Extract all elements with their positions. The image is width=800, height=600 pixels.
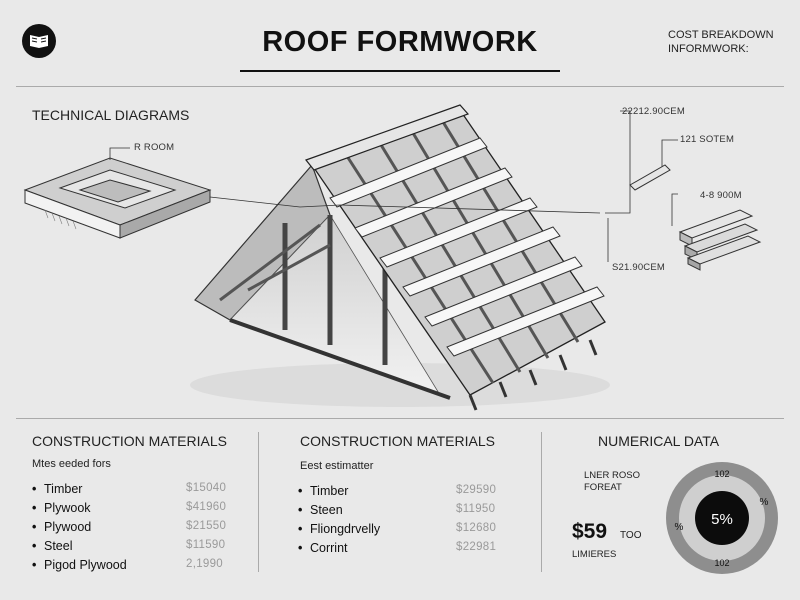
numerical-data-heading: NUMERICAL DATA xyxy=(598,433,720,449)
material-name: Steen xyxy=(310,503,343,517)
material-list-item: • Timber $15040 xyxy=(32,482,242,501)
cost-breakdown-line-1: COST BREAKDOWN xyxy=(668,29,774,41)
numerical-too-label: TOO xyxy=(620,530,642,541)
bullet-icon: • xyxy=(298,503,303,517)
room-label: R ROOM xyxy=(134,142,175,153)
material-list-item: • Corrint $22981 xyxy=(298,541,508,560)
truss-brace xyxy=(219,223,321,302)
dimension-label-top: 22212.90CEM xyxy=(622,106,685,117)
material-name: Timber xyxy=(44,482,83,496)
timber-piece xyxy=(629,164,671,191)
numerical-small-label: LNER ROSO FOREAT xyxy=(584,470,640,494)
materials-mid-subtitle: Eest estimatter xyxy=(300,460,374,472)
materials-left-subtitle: Mtes eeded fors xyxy=(32,458,111,470)
numerical-big-price: $59 xyxy=(572,520,608,543)
materials-left-list: • Timber $15040 • Plywook $41960 • Plywood $2155… xyxy=(32,482,242,577)
ring-left-label: % xyxy=(675,522,684,533)
material-list-item: • Steel $11590 xyxy=(32,539,242,558)
material-name: Fliongdrvelly xyxy=(310,522,381,536)
plank-stack xyxy=(678,209,762,271)
material-list-item: • Timber $29590 xyxy=(298,484,508,503)
numerical-small-label-line-1: LNER ROSO xyxy=(584,470,640,481)
dimension-label-third: 4-8 900M xyxy=(700,190,742,201)
material-price: 2,1990 xyxy=(186,558,223,570)
material-price: $29590 xyxy=(456,484,497,496)
material-name: Plywood xyxy=(44,520,92,534)
title-underline xyxy=(240,70,560,72)
bullet-icon: • xyxy=(32,501,37,515)
bullet-icon: • xyxy=(32,539,37,553)
truss-tie-beam xyxy=(229,318,451,400)
bullet-icon: • xyxy=(298,522,303,536)
percentage-ring-chart: 102 102 % % 5% xyxy=(666,462,778,574)
book-logo-icon xyxy=(22,24,56,58)
cost-breakdown-heading: COST BREAKDOWN INFORMWORK: xyxy=(668,28,774,56)
material-list-item: • Steen $11950 xyxy=(298,503,508,522)
panel-hatching xyxy=(44,209,77,230)
material-name: Corrint xyxy=(310,541,348,555)
material-price: $22981 xyxy=(456,541,497,553)
material-name: Timber xyxy=(310,484,349,498)
frame-panel-stack xyxy=(23,157,212,239)
material-list-item: • Pigod Plywood 2,1990 xyxy=(32,558,242,577)
materials-mid-list: • Timber $29590 • Steen $11950 • Fliongdrvelly $… xyxy=(298,484,508,560)
material-list-item: • Plywood $21550 xyxy=(32,520,242,539)
material-list-item: • Fliongdrvelly $12680 xyxy=(298,522,508,541)
material-price: $21550 xyxy=(186,520,227,532)
materials-left-heading: CONSTRUCTION MATERIALS xyxy=(32,433,227,449)
dimension-label-second: 121 SOTEM xyxy=(680,134,735,145)
roof-formwork-diagram xyxy=(23,104,762,411)
bullet-icon: • xyxy=(298,484,303,498)
ring-top-label: 102 xyxy=(714,469,729,479)
ring-bottom-label: 102 xyxy=(714,558,729,568)
technical-diagrams-heading: TECHNICAL DIAGRAMS xyxy=(32,107,190,123)
column-divider xyxy=(541,432,542,572)
ring-right-label: % xyxy=(760,497,769,508)
material-name: Steel xyxy=(44,539,73,553)
divider xyxy=(16,418,784,419)
bullet-icon: • xyxy=(32,558,37,572)
leader-lines xyxy=(109,110,678,262)
bullet-icon: • xyxy=(32,520,37,534)
battens xyxy=(329,137,605,357)
material-name: Plywook xyxy=(44,501,91,515)
rafter-tails xyxy=(468,339,598,411)
numerical-bottom-label: LIMIERES xyxy=(572,549,617,560)
dimension-label-bottom: S21.90CEM xyxy=(612,262,666,273)
ring-center-value: 5% xyxy=(711,511,733,528)
truss-brace xyxy=(247,243,331,292)
material-list-item: • Plywook $41960 xyxy=(32,501,242,520)
numerical-small-label-line-2: FOREAT xyxy=(584,482,622,493)
divider xyxy=(16,86,784,87)
bullet-icon: • xyxy=(298,541,303,555)
ring-center-disc xyxy=(695,491,749,545)
bullet-icon: • xyxy=(32,482,37,496)
material-name: Pigod Plywood xyxy=(44,558,127,572)
column-divider xyxy=(258,432,259,572)
page-title: ROOF FORMWORK xyxy=(262,26,538,58)
material-price: $12680 xyxy=(456,522,497,534)
material-price: $41960 xyxy=(186,501,227,513)
material-price: $11590 xyxy=(186,539,226,551)
material-price: $15040 xyxy=(186,482,227,494)
cost-breakdown-line-2: INFORMWORK: xyxy=(668,43,749,55)
ridge-beam xyxy=(305,104,470,171)
materials-mid-heading: CONSTRUCTION MATERIALS xyxy=(300,433,495,449)
material-price: $11950 xyxy=(456,503,496,515)
